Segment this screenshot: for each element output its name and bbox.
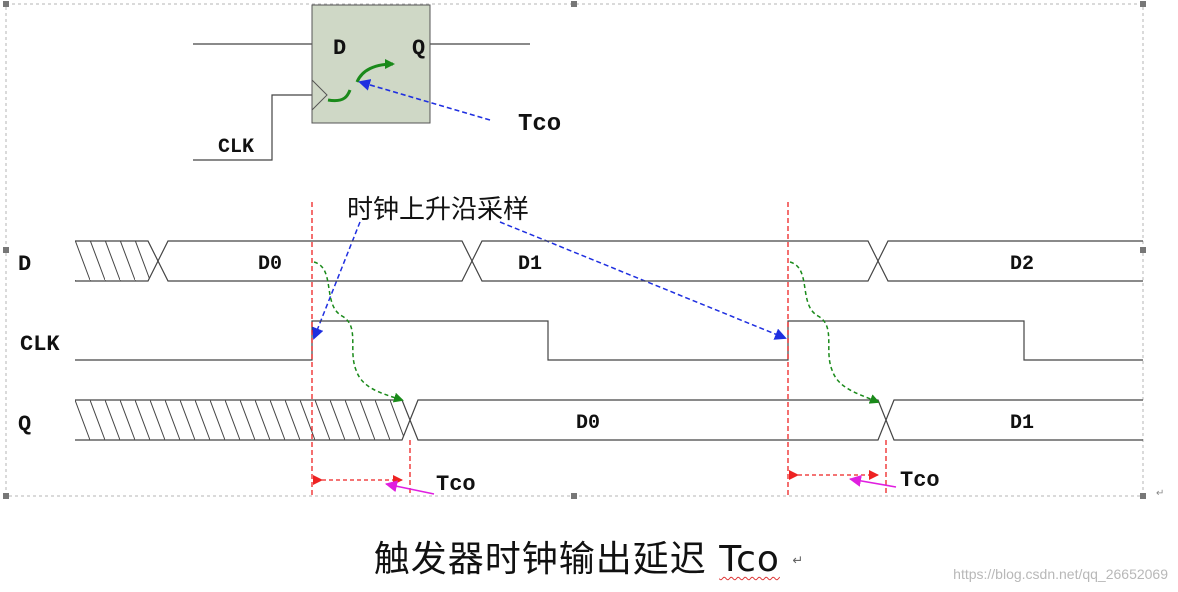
q-waveform <box>75 399 1143 441</box>
caption-return-mark: ↵ <box>792 553 805 569</box>
d-waveform <box>75 240 1143 282</box>
frame-handles <box>3 1 1146 499</box>
watermark: https://blog.csdn.net/qq_26652069 <box>953 566 1168 582</box>
clk-waveform <box>75 320 1143 361</box>
flipflop-box <box>311 4 431 124</box>
caption-text: 触发器时钟输出延迟 <box>373 539 707 580</box>
tco-pointer-1 <box>385 480 435 495</box>
figure-caption: 触发器时钟输出延迟 Tco ↵ <box>0 530 1178 582</box>
tco-span-2 <box>789 470 897 488</box>
tco-pointer-2 <box>849 474 897 488</box>
signal-clk-label: CLK <box>20 332 60 357</box>
d-value-2: D2 <box>1010 253 1034 276</box>
internal-tco-path <box>327 89 352 103</box>
signal-q-label: Q <box>18 412 31 437</box>
signal-d-label: D <box>18 252 31 277</box>
d-value-1: D1 <box>518 253 542 276</box>
tco-label-2: Tco <box>900 468 940 493</box>
sampling-label: 时钟上升沿采样 <box>347 195 529 225</box>
d-undefined-region <box>75 241 158 281</box>
d-value-0: D0 <box>258 253 282 276</box>
tco-label-1: Tco <box>436 472 476 497</box>
q-value-0: D0 <box>576 412 600 435</box>
q-value-1: D1 <box>1010 412 1034 435</box>
flipflop-clk-label: CLK <box>218 136 254 159</box>
propagation-path-1 <box>313 261 404 403</box>
flipflop-symbol: D Q CLK Tco <box>193 4 561 161</box>
flipflop-q-label: Q <box>412 36 425 61</box>
caption-tco: Tco <box>719 539 780 580</box>
propagation-path-2 <box>789 261 880 404</box>
tco-span-1 <box>313 475 435 495</box>
tco-pointer-arrow <box>358 79 491 121</box>
flipflop-d-label: D <box>333 36 346 61</box>
clock-input-triangle <box>311 79 328 111</box>
flipflop-tco-label: Tco <box>518 111 561 138</box>
q-undefined-region <box>75 400 410 440</box>
return-mark: ↵ <box>1156 488 1165 499</box>
